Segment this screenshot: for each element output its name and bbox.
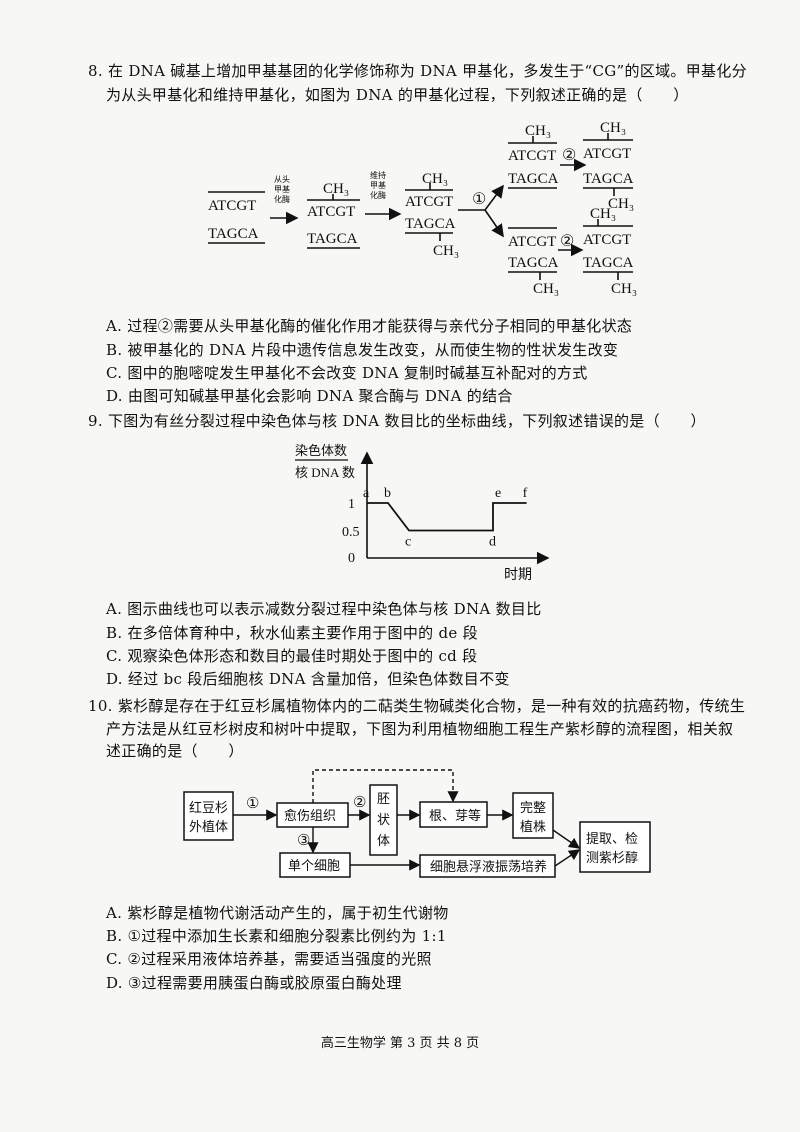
methyl: CH₃ (608, 196, 634, 212)
methyl: CH₃ (422, 171, 448, 187)
strand-bottom: TAGCA (508, 255, 559, 271)
single-cell-box: 单个细胞 (288, 858, 340, 873)
plant-box: 完整 (520, 800, 546, 815)
enzyme2-label: 维持 (370, 170, 386, 180)
explant-box: 红豆杉 (189, 800, 228, 815)
x-label: 时期 (504, 567, 532, 583)
strand-bottom: TAGCA (307, 231, 358, 247)
strand-bottom: TAGCA (508, 171, 559, 187)
enzyme1-label: 从头 (274, 174, 290, 184)
point-label-b: b (384, 486, 391, 501)
point-label-c: c (405, 535, 411, 550)
step2-label: ② (560, 233, 574, 250)
enzyme1-label: 甲基 (274, 184, 290, 194)
methyl: CH₃ (600, 120, 626, 136)
q8-stem-line1: 8. 在 DNA 碱基上增加甲基基团的化学修饰称为 DNA 甲基化，多发生于“C… (88, 62, 747, 80)
q9-option-b: B. 在多倍体育种中，秋水仙素主要作用于图中的 de 段 (106, 624, 478, 642)
methyl: CH₃ (323, 181, 349, 197)
methyl: CH₃ (611, 281, 637, 297)
q10-stem-line1: 10. 紫杉醇是存在于红豆杉属植物体内的二萜类生物碱类化合物，是一种有效的抗癌药… (88, 697, 746, 715)
q10-option-d: D. ③过程需要用胰蛋白酶或胶原蛋白酶处理 (106, 974, 402, 992)
explant-box: 外植体 (189, 819, 228, 834)
point-label-f: f (523, 486, 528, 501)
q10-option-a: A. 紫杉醇是植物代谢活动产生的，属于初生代谢物 (106, 904, 449, 922)
y-tick-1: 1 (348, 497, 355, 512)
strand-top: ATCGT (508, 148, 556, 164)
strand-bottom: TAGCA (583, 255, 634, 271)
enzyme2-label: 化酶 (370, 190, 386, 200)
y-label-top: 染色体数 (295, 443, 347, 458)
plant-box: 植株 (520, 819, 546, 834)
extract-box: 测紫杉醇 (586, 850, 638, 865)
q10-option-c: C. ②过程采用液体培养基，需要适当强度的光照 (106, 950, 432, 968)
strand-bottom: TAGCA (208, 226, 259, 242)
enzyme1-label: 化酶 (274, 194, 290, 204)
q8-option-c: C. 图中的胞嘧啶发生甲基化不会改变 DNA 复制时碱基互补配对的方式 (106, 364, 588, 382)
q10-option-b: B. ①过程中添加生长素和细胞分裂素比例约为 1:1 (106, 927, 447, 945)
suspension-box: 细胞悬浮液振荡培养 (430, 859, 547, 874)
q10-stem-line2: 产方法是从红豆杉树皮和树叶中提取，下图为利用植物细胞工程生产紫杉醇的流程图，相关… (106, 720, 734, 738)
methyl: CH₃ (590, 206, 616, 222)
strand-top: ATCGT (405, 194, 453, 210)
extract-box: 提取、检 (586, 831, 638, 846)
step1-label: ① (246, 796, 259, 812)
strand-top: ATCGT (208, 198, 256, 214)
ratio-curve (367, 502, 527, 532)
embryoid-box: 胚 (377, 791, 390, 806)
callus-box: 愈伤组织 (284, 808, 336, 823)
y-tick-0: 0 (348, 551, 355, 566)
methyl: CH₃ (433, 243, 459, 259)
strand-top: ATCGT (583, 146, 631, 162)
q8-stem-line2: 为从头甲基化和维持甲基化，如图为 DNA 的甲基化过程，下列叙述正确的是（ ） (106, 86, 689, 104)
q9-option-c: C. 观察染色体形态和数目的最佳时期处于图中的 cd 段 (106, 647, 478, 665)
methyl: CH₃ (525, 123, 551, 139)
strand-bottom: TAGCA (405, 216, 456, 232)
step3-label: ③ (297, 833, 310, 849)
strand-top: ATCGT (307, 204, 355, 220)
enzyme2-label: 甲基 (370, 180, 386, 190)
embryoid-box: 状 (377, 812, 390, 827)
roots-box: 根、芽等 (429, 808, 481, 823)
q8-option-d: D. 由图可知碱基甲基化会影响 DNA 聚合酶与 DNA 的结合 (106, 387, 513, 405)
step2-label: ② (353, 795, 366, 811)
point-label-a: a (363, 486, 370, 501)
point-label-d: d (489, 535, 496, 550)
step1-label: ① (472, 191, 486, 208)
step2-label: ② (562, 147, 576, 164)
strand-bottom: TAGCA (583, 171, 634, 187)
strand-top: ATCGT (508, 234, 556, 250)
y-label-bottom: 核 DNA 数 (295, 465, 355, 480)
point-label-e: e (495, 486, 501, 501)
q10-stem-line3: 述正确的是（ ） (106, 742, 244, 760)
q9-stem: 9. 下图为有丝分裂过程中染色体与核 DNA 数目比的坐标曲线，下列叙述错误的是… (88, 412, 706, 430)
taxol-flowchart: 红豆杉 外植体 愈伤组织 胚 状 体 根、芽等 完整 植株 提取、检 测紫杉醇 … (183, 769, 651, 878)
q8-option-b: B. 被甲基化的 DNA 片段中遗传信息发生改变，从而使生物的性状发生改变 (106, 341, 619, 359)
q9-option-a: A. 图示曲线也可以表示减数分裂过程中染色体与核 DNA 数目比 (106, 600, 542, 618)
strand-top: ATCGT (583, 232, 631, 248)
q8-option-a: A. 过程②需要从头甲基化酶的催化作用才能获得与亲代分子相同的甲基化状态 (106, 317, 633, 335)
methyl: CH₃ (533, 281, 559, 297)
embryoid-box: 体 (377, 833, 390, 848)
y-tick-0.5: 0.5 (342, 525, 360, 540)
page-footer: 高三生物学 第 3 页 共 8 页 (320, 1036, 480, 1051)
q9-option-d: D. 经过 bc 段后细胞核 DNA 含量加倍，但染色体数目不变 (106, 670, 510, 688)
